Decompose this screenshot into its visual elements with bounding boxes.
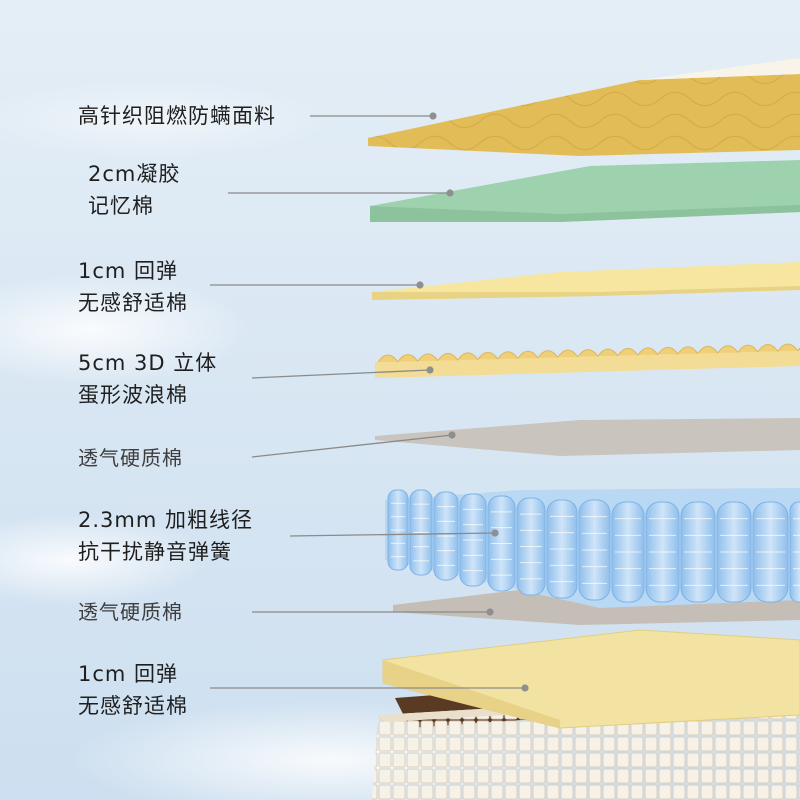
layer-pocket-springs: [385, 488, 800, 608]
layer-gel-memory-foam: [370, 160, 800, 222]
leader-line: [251, 369, 431, 379]
fabric-white-edge: [640, 58, 800, 80]
egg-bump: [537, 350, 559, 358]
label-line: 记忆棉: [88, 194, 154, 218]
label-line: 蛋形波浪棉: [78, 383, 188, 407]
egg-bump: [417, 353, 439, 362]
egg-bump: [777, 343, 799, 352]
label-egg-crate-foam: 5cm 3D 立体 蛋形波浪棉: [78, 347, 217, 411]
layer-hard-cotton-top: [375, 418, 800, 456]
cloud: [0, 80, 330, 160]
leader-dot: [448, 431, 456, 439]
label-comfort-foam-top: 1cm 回弹 无感舒适棉: [78, 255, 188, 319]
egg-bump: [677, 346, 699, 355]
egg-bump: [697, 345, 719, 354]
egg-bump: [717, 345, 739, 353]
layer-egg-crate-foam: [375, 343, 800, 378]
leader-line: [289, 532, 496, 537]
layer-comfort-foam-bottom-edge: [383, 660, 560, 728]
egg-bump: [477, 351, 499, 360]
egg-crate-base: [375, 350, 800, 378]
egg-bump: [657, 346, 679, 355]
label-line: 高针织阻燃防螨面料: [78, 104, 276, 128]
label-pocket-springs: 2.3mm 加粗线径 抗干扰静音弹簧: [78, 504, 253, 568]
label-hard-cotton-bottom: 透气硬质棉: [78, 596, 183, 628]
label-line: 抗干扰静音弹簧: [78, 540, 232, 564]
label-fabric: 高针织阻燃防螨面料: [78, 100, 276, 132]
fabric-pattern: [368, 74, 800, 156]
egg-bump: [397, 353, 419, 362]
egg-bump: [557, 349, 579, 358]
label-hard-cotton-top: 透气硬质棉: [78, 442, 183, 474]
label-line: 透气硬质棉: [78, 446, 183, 470]
egg-crate-bumps: [377, 343, 800, 363]
label-line: 无感舒适棉: [78, 291, 188, 315]
cloud: [0, 515, 210, 605]
leader-lines: [210, 112, 529, 692]
label-line: 透气硬质棉: [78, 600, 183, 624]
egg-bump: [517, 350, 539, 359]
label-line: 1cm 回弹: [78, 259, 179, 283]
egg-bump: [737, 344, 759, 353]
cloud: [0, 275, 250, 385]
egg-bump: [637, 347, 659, 356]
egg-bump: [377, 354, 399, 363]
leader-dot: [491, 529, 499, 537]
egg-bump: [437, 352, 459, 361]
egg-bump: [597, 348, 619, 357]
label-line: 5cm 3D 立体: [78, 351, 218, 375]
label-line: 2.3mm 加粗线径: [78, 508, 253, 532]
egg-bump: [617, 347, 639, 356]
label-line: 1cm 回弹: [78, 662, 179, 686]
layer-comfort-foam-top-front: [372, 286, 800, 300]
leader-dot: [426, 366, 434, 374]
label-line: 2cm凝胶: [88, 162, 181, 186]
leader-line: [251, 434, 453, 458]
leader-dot: [416, 281, 424, 289]
leader-dot: [521, 684, 529, 692]
label-comfort-foam-bottom: 1cm 回弹 无感舒适棉: [78, 658, 188, 722]
layer-gel-memory-foam-front: [370, 205, 800, 222]
egg-bump: [757, 344, 779, 352]
layer-fabric: [368, 58, 800, 156]
label-line: 无感舒适棉: [78, 694, 188, 718]
leader-dot: [429, 112, 437, 120]
egg-bump: [457, 352, 479, 361]
egg-bump: [577, 349, 599, 357]
leader-dot: [486, 608, 494, 616]
egg-bump: [497, 351, 519, 359]
label-gel-memory-foam: 2cm凝胶 记忆棉: [88, 158, 180, 222]
leader-dot: [446, 189, 454, 197]
